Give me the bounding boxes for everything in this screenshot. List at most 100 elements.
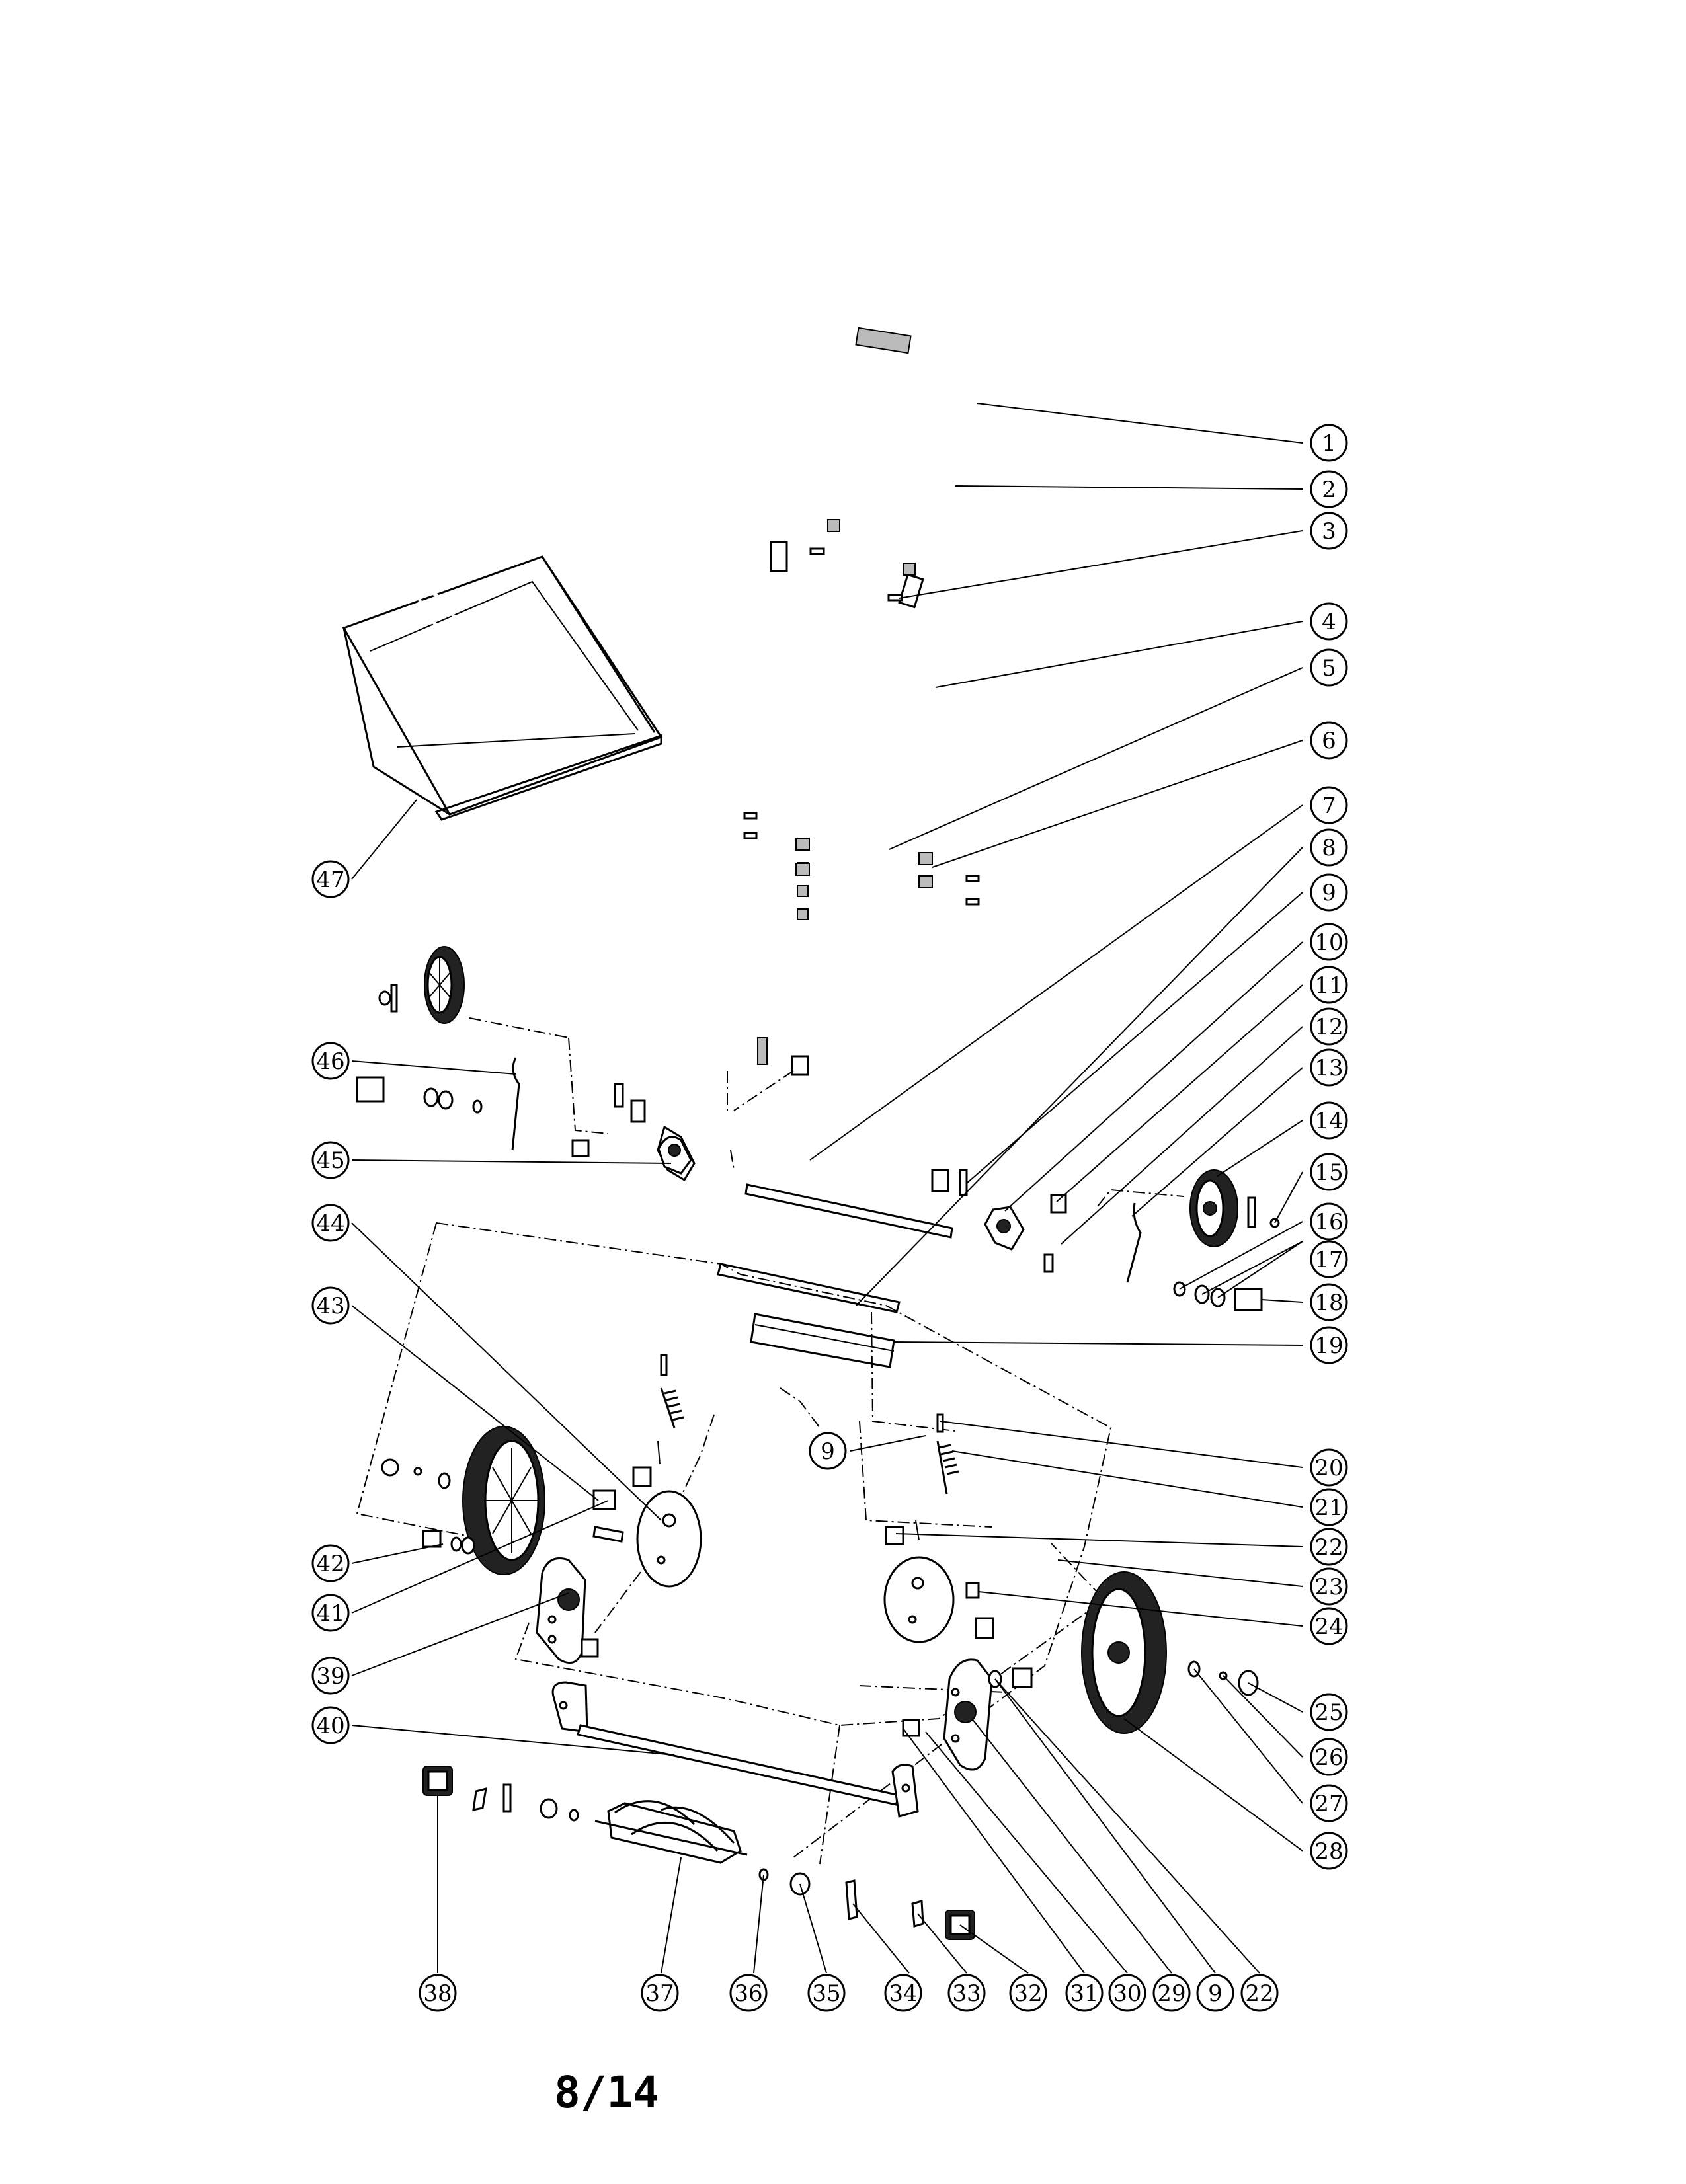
axle-rod xyxy=(744,1183,953,1239)
callout-circle xyxy=(311,1544,350,1582)
callout-number: 37 xyxy=(645,1980,674,2007)
callout-circle xyxy=(1310,873,1348,912)
callout-44: 44 xyxy=(311,1204,350,1242)
roller-bar xyxy=(551,1681,919,1818)
callout-11: 11 xyxy=(1310,966,1348,1004)
callout-number: 40 xyxy=(316,1713,344,1739)
left-side-plate xyxy=(536,1557,599,1664)
callout-25: 25 xyxy=(1310,1693,1348,1731)
reel-gear-right xyxy=(758,1868,975,1940)
callout-29: 29 xyxy=(1152,1974,1191,2012)
callout-circle xyxy=(1310,786,1348,824)
callout-circle xyxy=(1310,1738,1348,1776)
callout-circle xyxy=(311,1141,350,1179)
callout-circle xyxy=(1310,828,1348,867)
callout-42: 42 xyxy=(311,1544,350,1582)
callout-circle xyxy=(1310,1607,1348,1645)
callout-number: 29 xyxy=(1157,1980,1185,2007)
callout-number: 9 xyxy=(1322,880,1336,906)
callout-14: 14 xyxy=(1310,1101,1348,1140)
handle-hardware-upper xyxy=(809,519,916,602)
callout-20: 20 xyxy=(1310,1448,1348,1487)
callout-number: 25 xyxy=(1314,1699,1343,1726)
callout-circle xyxy=(311,1657,350,1695)
callout-number: 42 xyxy=(316,1551,344,1577)
callout-number: 41 xyxy=(316,1600,344,1627)
handle-hardware-lower xyxy=(743,812,980,906)
callout-number: 43 xyxy=(316,1293,344,1319)
right-side-plate xyxy=(902,1658,1033,1771)
callout-circle xyxy=(1310,1283,1348,1321)
callout-number: 23 xyxy=(1314,1574,1343,1600)
callout-circle xyxy=(1310,1326,1348,1364)
callout-circle xyxy=(1152,1974,1191,2012)
callout-41: 41 xyxy=(311,1594,350,1632)
callout-number: 32 xyxy=(1014,1980,1042,2007)
callout-number: 45 xyxy=(316,1148,344,1174)
right-gear-cover xyxy=(883,1556,994,1643)
bearing-bar xyxy=(717,1263,901,1368)
callout-circle xyxy=(1240,1974,1279,2012)
callout-number: 9 xyxy=(821,1438,835,1465)
callout-circle xyxy=(884,1974,922,2012)
callout-circle xyxy=(729,1974,768,2012)
callout-number: 19 xyxy=(1314,1333,1343,1359)
callout-number: 8 xyxy=(1322,835,1336,861)
callout-circle xyxy=(1310,1007,1348,1046)
callout-circle xyxy=(1310,1528,1348,1566)
callout-number: 38 xyxy=(423,1980,452,2007)
callout-circle xyxy=(1310,966,1348,1004)
callout-circle xyxy=(1310,648,1348,687)
callout-circle xyxy=(1310,1240,1348,1278)
callout-circle xyxy=(1310,721,1348,760)
callout-number: 3 xyxy=(1322,518,1336,545)
callout-circle xyxy=(809,1432,847,1470)
right-spring xyxy=(885,1413,959,1545)
callout-number: 10 xyxy=(1314,929,1343,956)
upper-handle xyxy=(770,321,981,609)
callout-18: 18 xyxy=(1310,1283,1348,1321)
callout-6: 6 xyxy=(1310,721,1348,760)
callout-36: 36 xyxy=(729,1974,768,2012)
callout-circle xyxy=(311,1204,350,1242)
right-large-wheel xyxy=(1081,1571,1259,1734)
callout-23: 23 xyxy=(1310,1567,1348,1606)
callout-circle xyxy=(1310,1448,1348,1487)
lower-handle xyxy=(747,789,900,1021)
callout-number: 28 xyxy=(1314,1838,1343,1865)
callout-number: 47 xyxy=(316,867,344,893)
callout-3: 3 xyxy=(1310,512,1348,550)
callout-circle xyxy=(1310,424,1348,462)
callout-35: 35 xyxy=(807,1974,846,2012)
callout-34: 34 xyxy=(884,1974,922,2012)
callout-circle xyxy=(1065,1974,1104,2012)
callout-19: 19 xyxy=(1310,1326,1348,1364)
left-wheel-hardware xyxy=(356,1057,520,1151)
callout-31: 31 xyxy=(1065,1974,1104,2012)
callout-circle xyxy=(419,1974,457,2012)
callout-number: 5 xyxy=(1322,655,1336,682)
callout-circle xyxy=(311,1706,350,1744)
callout-9: 9 xyxy=(809,1432,847,1470)
callout-38: 38 xyxy=(419,1974,457,2012)
upper-left-hub xyxy=(657,1136,692,1175)
callout-number: 36 xyxy=(734,1980,762,2007)
callout-circle xyxy=(807,1974,846,2012)
callout-circle xyxy=(1310,1048,1348,1087)
callout-number: 35 xyxy=(812,1980,840,2007)
callout-circle xyxy=(1310,1202,1348,1241)
callout-45: 45 xyxy=(311,1141,350,1179)
callout-33: 33 xyxy=(947,1974,986,2012)
callout-32: 32 xyxy=(1009,1974,1047,2012)
left-top-wheel xyxy=(378,946,465,1024)
assembly-outline xyxy=(356,1017,1184,1865)
callout-number: 24 xyxy=(1314,1614,1343,1640)
callout-47: 47 xyxy=(311,860,350,898)
callout-16: 16 xyxy=(1310,1202,1348,1241)
callout-number: 20 xyxy=(1314,1455,1343,1481)
callout-number: 33 xyxy=(952,1980,981,2007)
callout-17: 17 xyxy=(1310,1240,1348,1278)
callout-circle xyxy=(1310,923,1348,961)
callout-46: 46 xyxy=(311,1042,350,1080)
